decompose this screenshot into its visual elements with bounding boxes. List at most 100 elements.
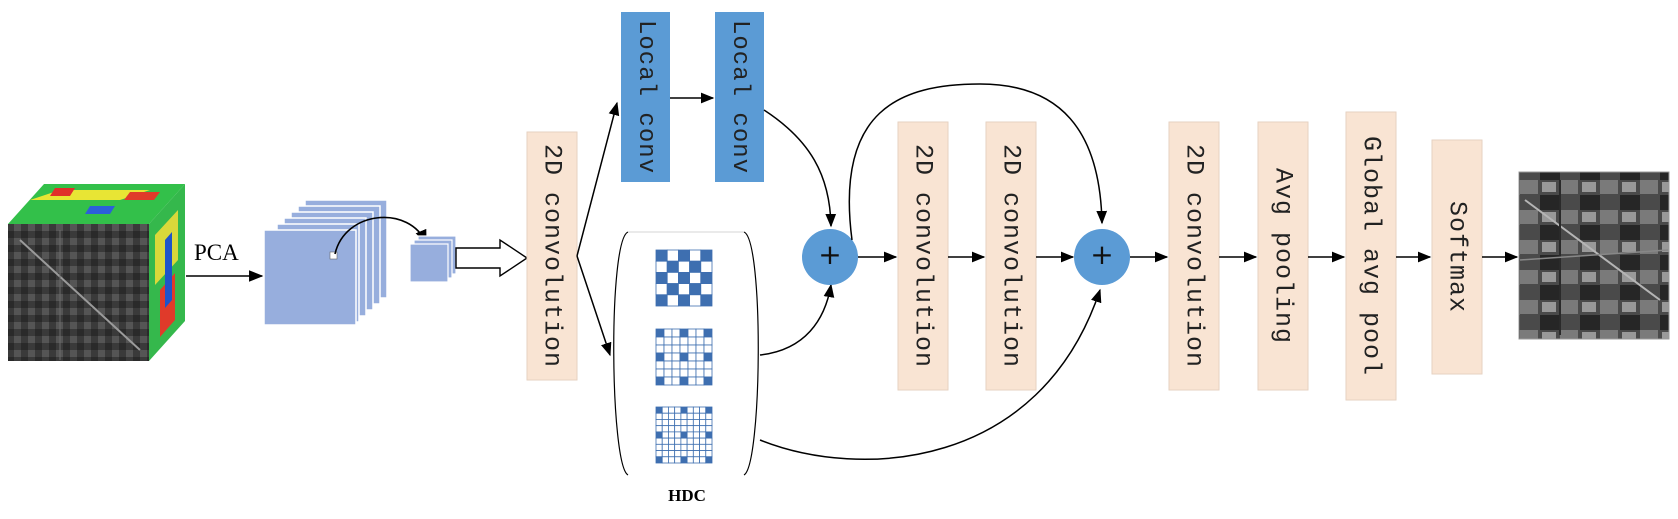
- hdc-cell: [666, 283, 679, 296]
- hdc-cell: [695, 336, 705, 346]
- local-conv-block-2: [715, 12, 764, 182]
- hdc-cell: [686, 456, 694, 464]
- hdc-cell: [687, 368, 697, 378]
- hdc-cell: [689, 271, 702, 284]
- hdc-cell: [668, 437, 676, 445]
- hdc-cell: [705, 419, 713, 427]
- hdc-cell: [678, 294, 691, 307]
- hdc-cell: [686, 443, 694, 451]
- hdc-cell: [661, 450, 669, 458]
- hdc-cell: [692, 431, 700, 439]
- hdc-cell: [686, 419, 694, 427]
- hdc-cell: [655, 249, 668, 262]
- hdc-grid-dilation-2: [655, 328, 713, 386]
- hdc-cell: [699, 406, 707, 414]
- hdc-cell: [678, 260, 691, 273]
- hdc-cell: [679, 344, 689, 354]
- hdc-cell: [692, 450, 700, 458]
- hdc-cell: [699, 456, 707, 464]
- conv-res-label-1: 2D convolution: [908, 143, 938, 369]
- hdc-cell: [663, 360, 673, 370]
- hdc-cell: [671, 328, 681, 338]
- hdc-cell: [655, 260, 668, 273]
- hdc-cell: [668, 443, 676, 451]
- patch-marker: [329, 251, 338, 260]
- hdc-cell: [705, 437, 713, 445]
- hdc-cell: [668, 412, 676, 420]
- avg-pooling-block: [1257, 121, 1309, 391]
- hdc-cell: [668, 431, 676, 439]
- hdc-cell: [663, 328, 673, 338]
- hdc-cell: [699, 443, 707, 451]
- hdc-cell: [687, 360, 697, 370]
- hdc-cell: [655, 425, 663, 433]
- hdc-cell: [703, 376, 713, 386]
- hdc-cell: [692, 443, 700, 451]
- hdc-cell: [671, 360, 681, 370]
- hdc-cell: [705, 431, 713, 439]
- hdc-cell: [700, 260, 713, 273]
- hdc-cell: [655, 450, 663, 458]
- hdc-module: [613, 231, 759, 476]
- hdc-cell: [703, 336, 713, 346]
- hdc-cell: [679, 352, 689, 362]
- hdc-cell: [689, 294, 702, 307]
- hdc-cell: [655, 376, 665, 386]
- hdc-cell: [689, 260, 702, 273]
- hdc-cell: [692, 437, 700, 445]
- hdc-cell: [668, 406, 676, 414]
- hdc-cell: [680, 419, 688, 427]
- hdc-cell: [663, 368, 673, 378]
- hdc-grid-dilation-3: [655, 406, 713, 464]
- hdc-cell: [661, 431, 669, 439]
- hdc-cell: [668, 456, 676, 464]
- hdc-cell: [686, 406, 694, 414]
- hdc-cell: [687, 344, 697, 354]
- hdc-cell: [674, 419, 682, 427]
- hdc-cell: [699, 450, 707, 458]
- hdc-cell: [674, 443, 682, 451]
- conv-block-res-1: [897, 121, 949, 391]
- hdc-cell: [705, 406, 713, 414]
- conv-block-last: [1168, 121, 1220, 391]
- branch-arrow-local: [576, 101, 620, 257]
- hdc-cell: [680, 431, 688, 439]
- hdc-cell: [674, 456, 682, 464]
- hdc-cell: [668, 419, 676, 427]
- hdc-cell: [655, 344, 665, 354]
- hdc-cell: [687, 376, 697, 386]
- hdc-cell: [692, 412, 700, 420]
- skip-connection-arrow: [848, 83, 1108, 241]
- hdc-cell: [655, 271, 668, 284]
- hdc-cell: [687, 352, 697, 362]
- hdc-label: HDC: [668, 486, 706, 505]
- hdc-cell: [699, 431, 707, 439]
- hdc-cell: [655, 352, 665, 362]
- branch-arrow-hdc: [576, 255, 612, 357]
- hdc-cell: [671, 376, 681, 386]
- hdc-cell: [655, 328, 665, 338]
- hdc-cell: [655, 336, 665, 346]
- hdc-cell: [661, 419, 669, 427]
- hdc-to-add1-arrow: [759, 283, 835, 356]
- hdc-cell: [679, 336, 689, 346]
- hdc-cell: [705, 412, 713, 420]
- hdc-cell: [671, 352, 681, 362]
- hdc-cell: [680, 443, 688, 451]
- softmax-label: Softmax: [1442, 200, 1472, 314]
- add-node-2: [1074, 229, 1130, 285]
- hdc-cell: [666, 249, 679, 262]
- hdc-cell: [674, 412, 682, 420]
- feature-maps-stack: [263, 199, 388, 326]
- hdc-cell: [655, 283, 668, 296]
- pca-label: PCA: [194, 240, 239, 265]
- hdc-cell: [655, 294, 668, 307]
- hdc-cell: [703, 344, 713, 354]
- hdc-cell: [695, 368, 705, 378]
- hdc-cell: [680, 456, 688, 464]
- hdc-cell: [655, 406, 663, 414]
- hdc-cell: [686, 431, 694, 439]
- hdc-cell: [699, 412, 707, 420]
